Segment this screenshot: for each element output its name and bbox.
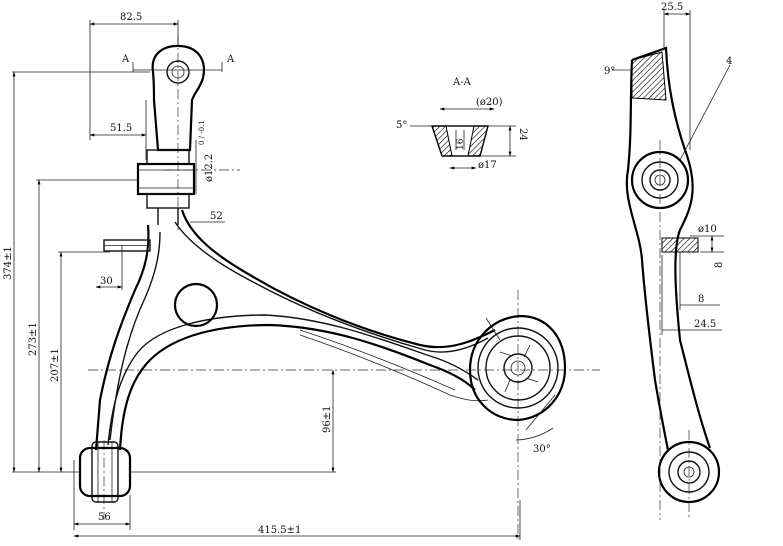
dimension-lines [12,20,521,540]
dim-207: 207±1 [50,348,61,382]
dim-52: 52 [210,211,223,222]
section-title: A-A [452,77,472,88]
dim-415-5: 415.5±1 [258,525,301,536]
dim-8-vertical: 8 [714,262,725,268]
dim-24-5: 24.5 [694,319,716,330]
dim-374: 374±1 [3,246,14,280]
section-a-a: A-A (ø20) ø17 24 16 5° [396,77,528,171]
section-marker-left: A [121,54,130,65]
side-pin [661,237,699,253]
dim-24: 24 [517,128,528,141]
ball-joint [468,314,567,441]
dim-16: 16 [456,138,466,150]
section-marker-right: A [226,54,235,65]
lightening-hole [173,282,219,328]
rear-bushing [78,441,132,503]
dim-bushing-tol: 0 / -0.1 [198,120,206,145]
side-hatched-tip [631,51,667,101]
dim-9-degrees: 9° [604,66,615,77]
upper-eye [151,44,205,152]
dim-bushing-dia: ø12.2 [204,154,215,182]
dim-51-5: 51.5 [110,123,132,134]
dim-5-degrees: 5° [396,120,407,131]
dim-56: 56 [98,512,111,523]
dim-96: 96±1 [322,406,333,433]
arm-body [94,209,496,451]
dim-30: 30 [100,276,113,287]
side-view: 25.5 4 9° ø10 8 8 24.5 [604,2,732,520]
callout-4: 4 [726,56,732,67]
dim-82-5: 82.5 [120,12,142,23]
dim-dia-20: (ø20) [476,97,503,108]
main-view: 82.5 51.5 52 30 56 415.5±1 374±1 273±1 2… [3,12,600,540]
dim-dia-17: ø17 [478,160,497,171]
dim-273: 273±1 [28,322,39,356]
dim-25-5: 25.5 [661,2,683,13]
dim-30-degrees: 30° [533,444,551,455]
dim-dia-10: ø10 [698,224,717,235]
dim-8-horizontal: 8 [698,294,704,305]
front-bushing [136,149,196,225]
